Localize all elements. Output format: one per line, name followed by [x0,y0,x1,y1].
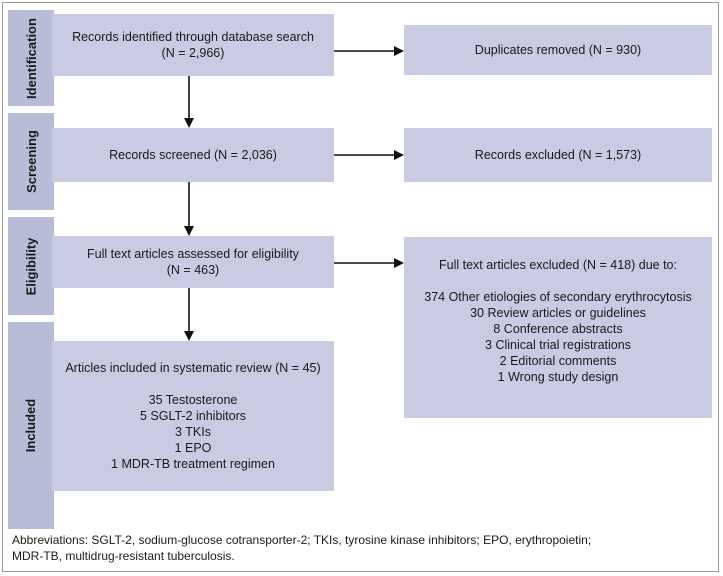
records-identified-count: (N = 2,966) [161,46,225,60]
full-text-excluded-box: Full text articles excluded (N = 418) du… [404,237,712,418]
excluded-reason-item: 8 Conference abstracts [493,322,623,336]
records-identified-text: Records identified through database sear… [72,30,314,44]
duplicates-removed-box: Duplicates removed (N = 930) [404,25,712,75]
full-text-excluded-header: Full text articles excluded (N = 418) du… [439,258,677,272]
excluded-reason-item: 30 Review articles or guidelines [470,306,646,320]
full-text-assessed-box: Full text articles assessed for eligibil… [52,236,334,288]
stage-eligibility-label: Eligibility [23,237,39,295]
included-item: 3 TKIs [175,425,211,439]
stage-eligibility: Eligibility [8,217,54,315]
included-item: 5 SGLT-2 inhibitors [139,409,247,423]
abbreviations-line-1: Abbreviations: SGLT-2, sodium-glucose co… [12,533,592,547]
records-excluded-box: Records excluded (N = 1,573) [404,128,712,182]
included-item: 1 MDR-TB treatment regimen [111,457,275,471]
abbreviations-footnote: Abbreviations: SGLT-2, sodium-glucose co… [12,532,712,564]
records-identified-box: Records identified through database sear… [52,14,334,76]
stage-included: Included [8,322,54,529]
abbreviations-line-2: MDR-TB, multidrug-resistant tuberculosis… [12,549,235,563]
excluded-reason-item: 374 Other etiologies of secondary erythr… [424,290,692,304]
stage-identification-label: Identification [23,17,39,99]
full-text-assessed-count: (N = 463) [166,263,220,277]
excluded-reason-item: 1 Wrong study design [497,370,619,384]
records-screened-text: Records screened (N = 2,036) [109,148,277,162]
included-articles-header: Articles included in systematic review (… [65,361,321,375]
duplicates-removed-text: Duplicates removed (N = 930) [474,43,642,57]
full-text-assessed-text: Full text articles assessed for eligibil… [87,247,299,261]
stage-identification: Identification [8,10,54,106]
records-excluded-text: Records excluded (N = 1,573) [474,148,642,162]
records-screened-box: Records screened (N = 2,036) [52,128,334,182]
included-articles-box: Articles included in systematic review (… [52,341,334,491]
stage-screening-label: Screening [23,130,39,193]
stage-screening: Screening [8,113,54,210]
excluded-reason-item: 3 Clinical trial registrations [485,338,631,352]
stage-included-label: Included [23,398,39,453]
included-item: 35 Testosterone [148,393,238,407]
included-item: 1 EPO [174,441,212,455]
excluded-reason-item: 2 Editorial comments [499,354,617,368]
